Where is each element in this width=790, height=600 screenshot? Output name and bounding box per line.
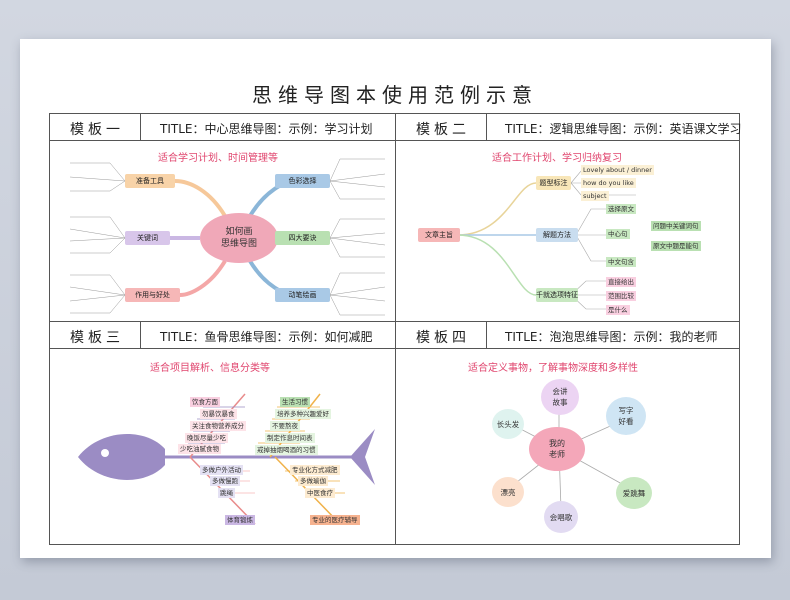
cause-node: 多做户外活动 [200, 465, 243, 475]
divider [486, 322, 487, 348]
branch-node: 动笔绘画 [275, 288, 330, 302]
center-node: 如何画 思维导图 [200, 213, 278, 263]
cause-node: 关注食物营养成分 [190, 421, 246, 431]
center-bubble: 我的 老师 [529, 427, 585, 471]
leaf-node: 问题中关键词句 [651, 221, 701, 231]
page-title: 思维导图本使用范例示意 [0, 79, 790, 108]
divider [140, 114, 141, 140]
cause-node: 晚饭尽量少吃 [185, 433, 228, 443]
branch-node: 作用与好处 [125, 288, 180, 302]
category-node: 专业的医疗辅导 [310, 515, 360, 525]
mid-node: 题型标注 [536, 176, 571, 190]
divider [50, 321, 739, 322]
attribute-bubble: 写字 好看 [606, 397, 646, 435]
leaf-node: 直接给出 [606, 277, 636, 287]
branch-node: 色彩选择 [275, 174, 330, 188]
cause-node: 中医食疗 [305, 488, 335, 498]
cause-node: 多做瑜伽 [298, 476, 328, 486]
cause-node: 多做慢跑 [210, 476, 240, 486]
category-node: 体育锻炼 [225, 515, 255, 525]
leaf-node: Lovely about / dinner [581, 165, 654, 175]
category-node: 饮食方面 [190, 397, 220, 407]
cause-node: 跳绳 [218, 488, 235, 498]
template-grid: 模板一 TITLE：中心思维导图：示例：学习计划 模板二 TITLE：逻辑思维导… [49, 113, 740, 545]
category-node: 生活习惯 [280, 397, 310, 407]
mid-node: 千就选项特征 [536, 288, 578, 302]
leaf-node: 选择原文 [606, 204, 636, 214]
branch-node: 准备工具 [125, 174, 175, 188]
attribute-bubble: 会唱歌 [544, 501, 578, 533]
root-node: 文章主旨 [418, 228, 460, 242]
divider [140, 322, 141, 348]
leaf-node: 原文中题是能句 [651, 241, 701, 251]
panel1-center-map: 适合学习计划、时间管理等 如何画 思维导图 准备工具 关键词 作用与好处 色彩选… [50, 141, 395, 321]
branch-node: 四大要诀 [275, 231, 330, 245]
leaf-node: 中心句 [606, 229, 630, 239]
leaf-node: 范围比较 [606, 291, 636, 301]
panel1-name: 模板一 [70, 119, 124, 139]
branch-node: 关键词 [125, 231, 170, 245]
panel2-title: TITLE：逻辑思维导图：示例：英语课文学习 [505, 120, 741, 137]
cause-node: 制定作息时间表 [265, 433, 315, 443]
panel4-bubble-map: 适合定义事物，了解事物深度和多样性 我的 老师 会讲 故事 写字 好看 爱跳舞 … [396, 349, 741, 545]
panel1-title: TITLE：中心思维导图：示例：学习计划 [160, 120, 372, 137]
leaf-node: 是什么 [606, 305, 630, 315]
leaf-node: how do you like [581, 178, 636, 188]
attribute-bubble: 漂亮 [492, 477, 524, 507]
cause-node: 专业化方式减肥 [290, 465, 340, 475]
leaf-node: subject [581, 191, 609, 201]
panel3-title: TITLE：鱼骨思维导图：示例：如何减肥 [160, 328, 372, 345]
cause-node: 培养多种兴趣爱好 [275, 409, 331, 419]
cause-node: 勿暴饮暴食 [200, 409, 237, 419]
mid-node: 解题方法 [536, 228, 578, 242]
cause-node: 戒掉抽烟喝酒的习惯 [255, 445, 318, 455]
panel3-fishbone: 适合项目解析、信息分类等 饮食方面 勿暴饮暴食 关注食物营养成分 晚饭尽量少吃 … [50, 349, 395, 545]
leaf-node: 中文句含 [606, 257, 636, 267]
attribute-bubble: 会讲 故事 [541, 379, 579, 415]
panel4-title: TITLE：泡泡思维导图：示例：我的老师 [505, 328, 717, 345]
cause-node: 不要熬夜 [270, 421, 300, 431]
attribute-bubble: 爱跳舞 [616, 477, 652, 509]
divider [486, 114, 487, 140]
panel4-name: 模板四 [416, 327, 470, 347]
panel2-name: 模板二 [416, 119, 470, 139]
panel2-logic-map: 适合工作计划、学习归纳复习 文章主旨 题型标注 解题方法 千就选项特征 Love… [396, 141, 741, 321]
cause-node: 少吃油腻食物 [178, 444, 221, 454]
panel3-name: 模板三 [70, 327, 124, 347]
attribute-bubble: 长头发 [492, 409, 524, 439]
